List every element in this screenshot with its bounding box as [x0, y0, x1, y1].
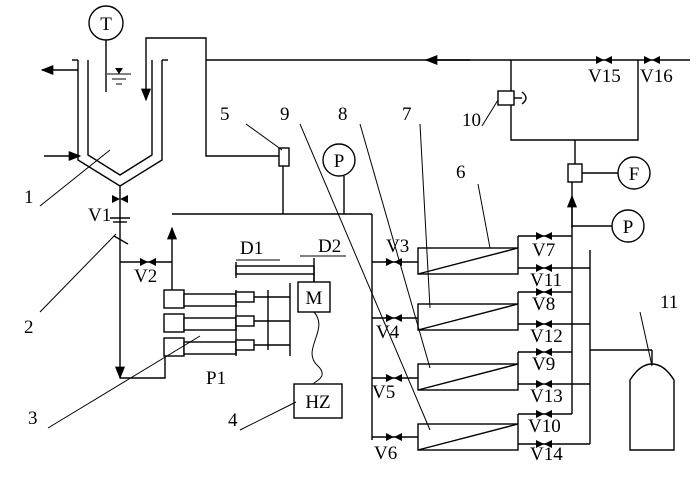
valve-v5-label: V5 [372, 382, 395, 403]
valve-v2-label: V2 [134, 266, 157, 287]
collection-vessel [629, 363, 675, 451]
valve-v3: V3 [386, 236, 409, 266]
drive-shaft: D1 D2 [235, 236, 346, 282]
valve-v16-label: V16 [640, 66, 673, 87]
callout-11: 11 [660, 292, 678, 313]
callout-1: 1 [24, 187, 34, 208]
valve-v1-label: V1 [88, 205, 111, 226]
callout-4: 4 [228, 410, 238, 431]
valve-v9-label: V9 [532, 354, 555, 375]
callout-8: 8 [338, 104, 348, 125]
valve-v9: V9 [532, 348, 555, 375]
callout-7: 7 [402, 104, 412, 125]
flow-meter: F [567, 140, 651, 190]
feed-tank [40, 37, 207, 187]
valve-v14: V14 [530, 440, 563, 465]
motor-label: M [306, 288, 323, 309]
pressure-gauge-right: P [611, 209, 645, 243]
valve-v4: V4 [376, 314, 402, 343]
flow-label: F [629, 164, 640, 185]
valve-v11: V11 [530, 264, 562, 291]
callout-2: 2 [24, 317, 34, 338]
valve-v6-label: V6 [374, 443, 397, 464]
valve-v10: V10 [528, 410, 561, 437]
callout-5: 5 [220, 104, 230, 125]
frequency-converter-label: HZ [305, 392, 330, 413]
valve-v13: V13 [530, 380, 563, 407]
dimension-d2-label: D2 [318, 236, 341, 257]
valve-v3-label: V3 [386, 236, 409, 257]
valve-v5: V5 [372, 374, 402, 403]
callouts: 1 2 3 4 5 6 7 8 9 10 11 [24, 99, 678, 431]
motor: M [297, 281, 331, 385]
valve-v2: V2 [120, 226, 178, 379]
valve-v4-label: V4 [376, 322, 400, 343]
pump-p1-label: P1 [206, 368, 226, 389]
tank-outlet: V1 [88, 186, 130, 380]
pressure-gauge-top: P [322, 143, 356, 177]
valve-v12: V12 [530, 320, 563, 347]
temperature-label: T [100, 14, 112, 35]
dimension-d1-label: D1 [240, 238, 263, 259]
valve-v8-label: V8 [532, 294, 555, 315]
callout-10: 10 [462, 110, 481, 131]
valve-v8: V8 [532, 288, 555, 315]
pressure-right-label: P [623, 217, 634, 238]
valve-v12-label: V12 [530, 326, 563, 347]
valve-v16: V16 [640, 56, 673, 87]
callout-3: 3 [28, 408, 38, 429]
callout-9: 9 [280, 104, 290, 125]
valve-v15: V15 [588, 56, 621, 87]
valve-v7: V7 [532, 232, 555, 261]
valve-v14-label: V14 [530, 444, 563, 465]
valve-v11-label: V11 [530, 270, 562, 291]
valve-v6: V6 [374, 433, 402, 464]
frequency-converter: HZ [293, 383, 343, 419]
valve-v13-label: V13 [530, 386, 563, 407]
temperature-sensor: T [88, 5, 124, 92]
callout-6: 6 [456, 162, 466, 183]
valve-v10-label: V10 [528, 416, 561, 437]
supply-header [172, 147, 373, 440]
pressure-top-label: P [334, 151, 345, 172]
valve-v7-label: V7 [532, 240, 555, 261]
pump-p1: P1 [163, 283, 291, 389]
valve-v15-label: V15 [588, 66, 621, 87]
